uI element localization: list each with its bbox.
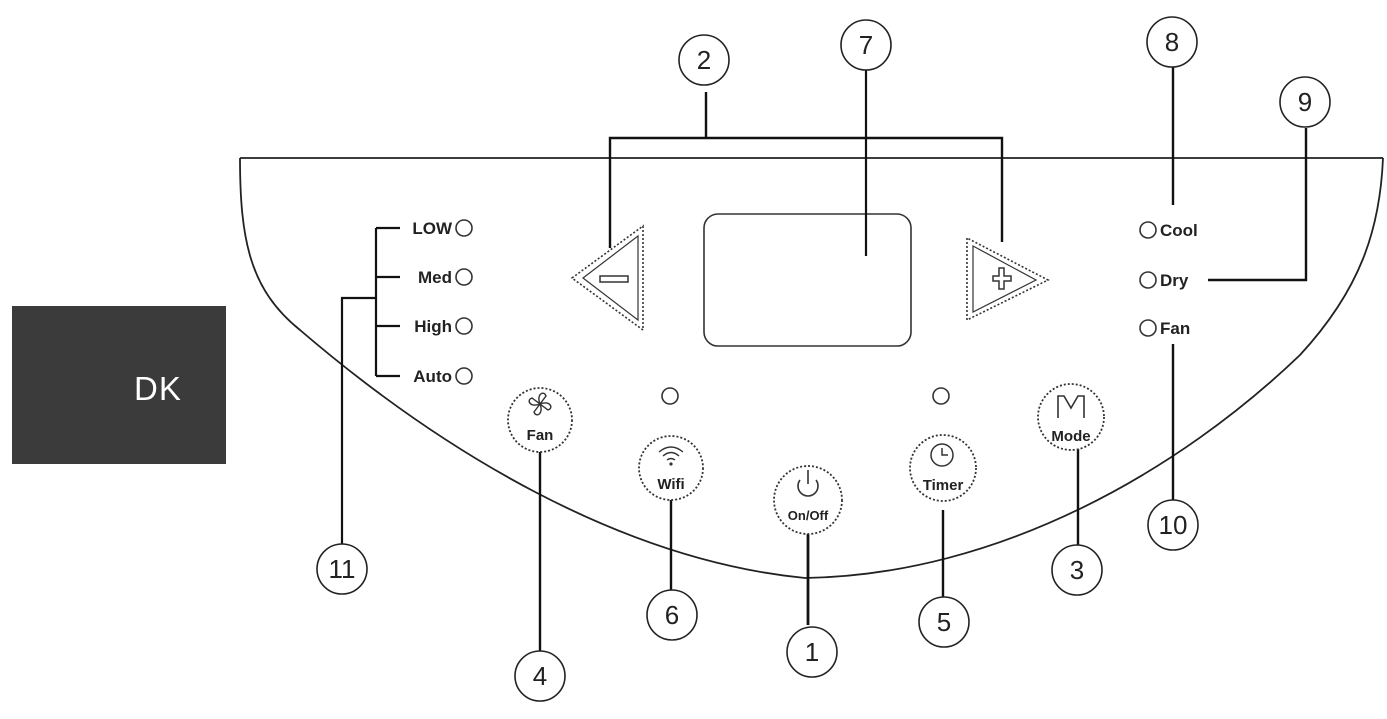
fan-speed-med: Med — [418, 268, 473, 287]
callout-5: 5 — [918, 596, 970, 648]
mode-dry: Dry — [1139, 271, 1189, 290]
language-badge: DK — [12, 306, 226, 464]
callout-4: 4 — [514, 650, 566, 702]
svg-text:3: 3 — [1070, 555, 1084, 585]
callout-11: 11 — [316, 543, 368, 595]
panel-outline — [239, 157, 1384, 579]
timer-button-label: Timer — [923, 477, 964, 494]
fan-button[interactable]: Fan — [507, 387, 573, 453]
svg-text:9: 9 — [1298, 87, 1312, 117]
clock-icon — [930, 443, 954, 467]
svg-text:8: 8 — [1165, 27, 1179, 57]
wifi-button[interactable]: Wifi — [638, 435, 704, 501]
svg-text:6: 6 — [665, 600, 679, 630]
led-label-fan: Fan — [1160, 319, 1190, 338]
callout-2: 2 — [678, 34, 730, 86]
mode-m-icon — [1057, 395, 1085, 418]
callout-8: 8 — [1146, 16, 1198, 68]
fan-speed-bracket — [340, 226, 400, 545]
minus-icon — [599, 275, 629, 283]
wifi-status-led — [661, 387, 679, 405]
fan-speed-high: High — [414, 317, 473, 336]
led-low — [455, 219, 473, 237]
led-med — [455, 268, 473, 286]
svg-text:2: 2 — [697, 45, 711, 75]
led-label-low: LOW — [412, 219, 453, 238]
mode-fan: Fan — [1139, 319, 1190, 338]
fan-speed-low: LOW — [412, 219, 473, 238]
power-button[interactable]: On/Off — [773, 465, 843, 535]
callout-1: 1 — [786, 626, 838, 678]
callout-3: 3 — [1051, 544, 1103, 596]
callout-6: 6 — [646, 589, 698, 641]
led-label-auto: Auto — [413, 367, 452, 386]
svg-text:10: 10 — [1159, 510, 1188, 540]
wifi-icon — [658, 446, 684, 466]
fan-speed-auto: Auto — [413, 367, 473, 386]
callout-9: 9 — [1279, 76, 1331, 128]
display-window — [703, 213, 912, 347]
svg-text:7: 7 — [859, 30, 873, 60]
plus-icon — [992, 267, 1012, 290]
led-label-med: Med — [418, 268, 452, 287]
power-button-label: On/Off — [788, 508, 829, 523]
mode-button-label: Mode — [1051, 428, 1090, 445]
svg-text:11: 11 — [329, 554, 356, 584]
timer-status-led — [932, 387, 950, 405]
wifi-button-label: Wifi — [657, 476, 684, 493]
svg-text:5: 5 — [937, 607, 951, 637]
led-high — [455, 317, 473, 335]
timer-button[interactable]: Timer — [909, 434, 977, 502]
callout-10: 10 — [1147, 499, 1199, 551]
fan-button-label: Fan — [527, 427, 554, 444]
led-dry — [1139, 271, 1157, 289]
led-fan — [1139, 319, 1157, 337]
led-label-high: High — [414, 317, 452, 336]
mode-cool: Cool — [1139, 221, 1198, 240]
led-cool — [1139, 221, 1157, 239]
fan-icon — [528, 392, 552, 416]
svg-text:4: 4 — [533, 661, 547, 691]
plus-button[interactable] — [966, 236, 1050, 322]
led-label-cool: Cool — [1160, 221, 1198, 240]
power-icon — [797, 470, 819, 497]
led-auto — [455, 367, 473, 385]
led-label-dry: Dry — [1160, 271, 1189, 290]
callout-2-bracket — [608, 92, 1004, 248]
callout-7: 7 — [840, 19, 892, 71]
minus-button[interactable] — [570, 224, 644, 332]
svg-text:1: 1 — [805, 637, 819, 667]
language-badge-text: DK — [134, 370, 182, 407]
mode-button[interactable]: Mode — [1037, 383, 1105, 451]
